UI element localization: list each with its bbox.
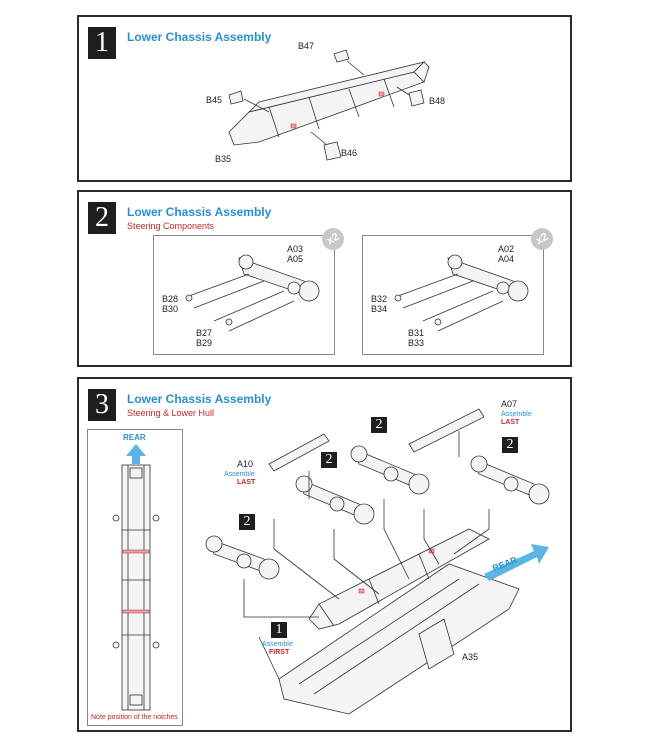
chassis-beam-drawing	[228, 49, 430, 161]
label-b32: B32	[371, 294, 388, 304]
steering-drawing-left	[185, 254, 320, 332]
inset-note: Note position of the notches	[91, 714, 178, 721]
axle-1	[205, 535, 280, 580]
step-title: Lower Chassis Assembly	[127, 30, 272, 44]
sub-step-badge-2: 2	[371, 417, 387, 433]
sub-step-badge-1: 1	[271, 622, 287, 638]
label-b27: B27	[196, 328, 213, 338]
label-b33: B33	[408, 338, 425, 348]
label-b29: B29	[196, 338, 213, 348]
steering-set-left: x2 A03 A05 B28 B30 B27 B29	[153, 223, 349, 355]
step-number: 2	[88, 202, 116, 234]
steering-drawing-right	[394, 254, 529, 332]
step-title: Lower Chassis Assembly	[127, 205, 272, 219]
label-a07-last: LAST	[501, 419, 520, 426]
step-title: Lower Chassis Assembly	[127, 392, 272, 406]
label-sub1-assemble: Assemble	[262, 641, 293, 648]
step-3-panel: 3 Lower Chassis Assembly Steering & Lowe…	[77, 377, 572, 732]
axle-3	[350, 445, 430, 495]
label-b34: B34	[371, 304, 388, 314]
axle-2	[295, 475, 375, 525]
step-subtitle: Steering Components	[127, 221, 215, 231]
step-1-panel: 1 Lower Chassis Assembly B47 B45 B48 B46…	[77, 15, 572, 182]
inset-beam-drawing	[112, 464, 160, 711]
label-a35: A35	[462, 652, 479, 662]
label-b30: B30	[162, 304, 179, 314]
label-a07-assemble: Assemble	[501, 411, 532, 418]
label-a10-last: LAST	[237, 479, 256, 486]
label-a03: A03	[287, 244, 304, 254]
sub-step-badge-2: 2	[502, 437, 518, 453]
sub-step-badge-2: 2	[321, 452, 337, 468]
part-label-b35: B35	[215, 154, 232, 164]
label-a10-assemble: Assemble	[224, 471, 255, 478]
part-label-b46: B46	[341, 148, 358, 158]
lower-hull-drawing	[205, 408, 550, 715]
inset-arrow-up	[126, 444, 146, 464]
label-a07: A07	[501, 399, 518, 409]
label-a05: A05	[287, 254, 304, 264]
steering-set-right: x2 A02 A04 B32 B34 B31 B33	[362, 223, 558, 355]
label-b28: B28	[162, 294, 179, 304]
notch-inset: REAR Note position of the notches	[87, 429, 183, 726]
step-subtitle: Steering & Lower Hull	[127, 408, 215, 418]
label-a02: A02	[498, 244, 515, 254]
label-b31: B31	[408, 328, 425, 338]
step-number: 1	[88, 27, 116, 59]
label-sub1-first: FIRST	[269, 649, 290, 656]
part-label-b48: B48	[429, 96, 446, 106]
label-a10: A10	[237, 459, 254, 469]
step-number: 3	[88, 389, 116, 421]
axle-4	[470, 455, 550, 505]
part-label-b45: B45	[206, 95, 223, 105]
inset-rear-label: REAR	[123, 433, 146, 442]
label-a04: A04	[498, 254, 515, 264]
step-2-panel: 2 Lower Chassis Assembly Steering Compon…	[77, 190, 572, 367]
part-label-b47: B47	[298, 41, 315, 51]
sub-step-badge-2: 2	[239, 514, 255, 530]
